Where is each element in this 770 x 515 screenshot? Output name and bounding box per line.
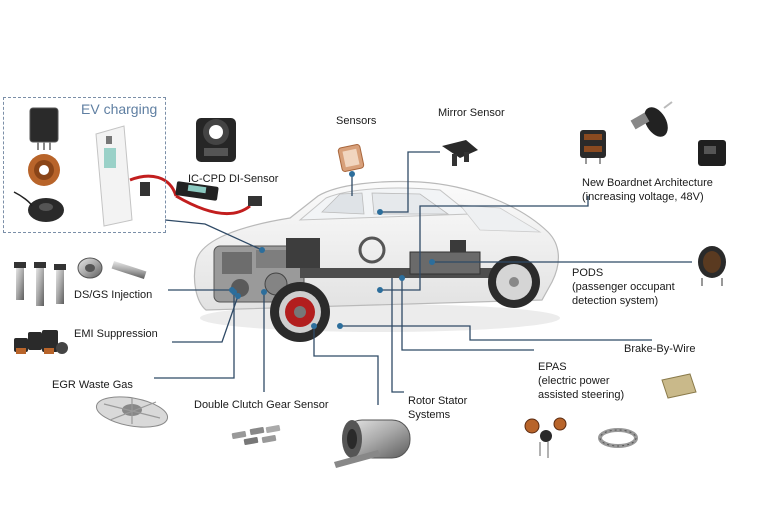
- car-illustration: [193, 180, 560, 342]
- label-egr-waste-gas: EGR Waste Gas: [52, 379, 133, 391]
- label-double-clutch-gear-sensor: Double Clutch Gear Sensor: [194, 399, 329, 411]
- sensors-component: [337, 144, 365, 172]
- ev-charging-title: EV charging: [81, 101, 158, 117]
- label-emi-suppression: EMI Suppression: [74, 328, 158, 340]
- egr-turbine-component: [95, 396, 169, 428]
- label-new-boardnet: New Boardnet Architecture (increasing vo…: [582, 176, 713, 204]
- ev-charging-components: [13, 107, 262, 227]
- label-pods-line3: detection system): [572, 295, 659, 307]
- pods-component: [698, 246, 726, 286]
- epas-components: [524, 417, 638, 458]
- label-new-boardnet-line1: New Boardnet Architecture: [582, 177, 713, 189]
- label-mirror-sensor: Mirror Sensor: [438, 107, 505, 119]
- label-rotor-stator-line2: Systems: [408, 409, 451, 421]
- ev-charging-box: [3, 97, 166, 233]
- label-epas-line2: (electric power: [538, 375, 610, 387]
- emi-components: [14, 330, 68, 354]
- rotor-stator-component: [334, 419, 411, 468]
- leader-lines: [154, 151, 692, 405]
- boardnet-components: [580, 101, 726, 166]
- ic-cpd-sensor-component: [196, 118, 236, 162]
- label-ds-gs-injection: DS/GS Injection: [74, 289, 153, 301]
- injection-components: [14, 257, 147, 306]
- label-epas: EPAS (electric power assisted steering): [538, 360, 624, 402]
- label-brake-by-wire: Brake-By-Wire: [624, 343, 696, 355]
- label-rotor-stator-line1: Rotor Stator: [408, 395, 468, 407]
- label-ic-cpd: IC-CPD DI-Sensor: [188, 173, 279, 185]
- mirror-sensor-component: [442, 140, 478, 166]
- brake-by-wire-component: [661, 373, 697, 399]
- label-pods: PODS (passenger occupant detection syste…: [572, 266, 675, 308]
- label-pods-line1: PODS: [572, 267, 604, 279]
- clutch-sensor-components: [231, 424, 281, 446]
- label-epas-line3: assisted steering): [538, 389, 625, 401]
- label-pods-line2: (passenger occupant: [572, 281, 675, 293]
- label-epas-line1: EPAS: [538, 361, 567, 373]
- label-sensors: Sensors: [336, 115, 377, 127]
- label-rotor-stator: Rotor Stator Systems: [408, 394, 467, 422]
- label-new-boardnet-line2: (increasing voltage, 48V): [582, 191, 704, 203]
- connection-dots: [229, 171, 435, 329]
